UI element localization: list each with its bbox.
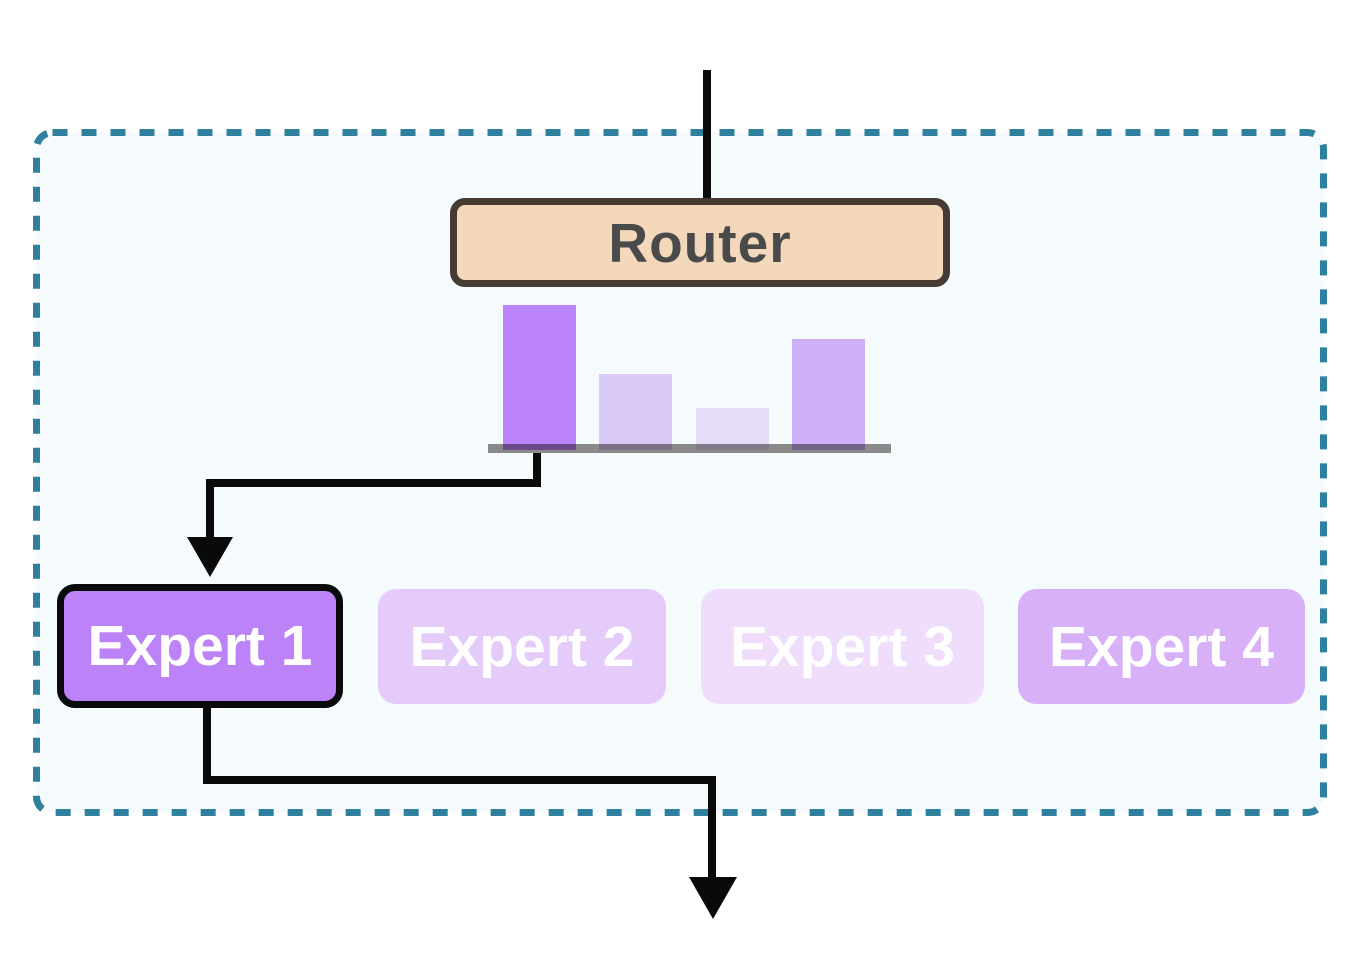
expert-3-node: Expert 3: [701, 589, 984, 704]
expert-3-label: Expert 3: [730, 614, 955, 679]
expert-4-label: Expert 4: [1049, 614, 1274, 679]
output-arrow-vertical-exit: [708, 776, 716, 879]
router-label: Router: [608, 211, 792, 274]
expert-4-node: Expert 4: [1018, 589, 1305, 704]
output-arrowhead-icon: [689, 877, 737, 919]
route-arrowhead-icon: [187, 537, 233, 577]
output-arrow-horizontal: [203, 776, 716, 784]
expert-2-label: Expert 2: [409, 614, 635, 679]
logit-bar-expert1: [503, 305, 576, 450]
logit-bar-expert4: [792, 339, 865, 450]
output-arrow-vertical-from-expert: [203, 706, 211, 784]
expert-1-node: Expert 1: [57, 584, 343, 708]
logit-bar-expert3: [696, 408, 769, 450]
expert-2-node: Expert 2: [378, 589, 666, 704]
router-logits-chart: [488, 300, 891, 453]
logit-bar-expert2: [599, 374, 672, 450]
route-arrow-vertical: [206, 479, 214, 539]
route-arrow-horizontal: [206, 479, 541, 487]
route-arrow-stub: [533, 450, 541, 487]
router-node: Router: [450, 198, 950, 287]
chart-baseline: [488, 444, 891, 453]
input-arrow-line: [703, 70, 711, 204]
moe-block-dashed-border: [33, 129, 1327, 816]
expert-1-label: Expert 1: [87, 614, 313, 678]
